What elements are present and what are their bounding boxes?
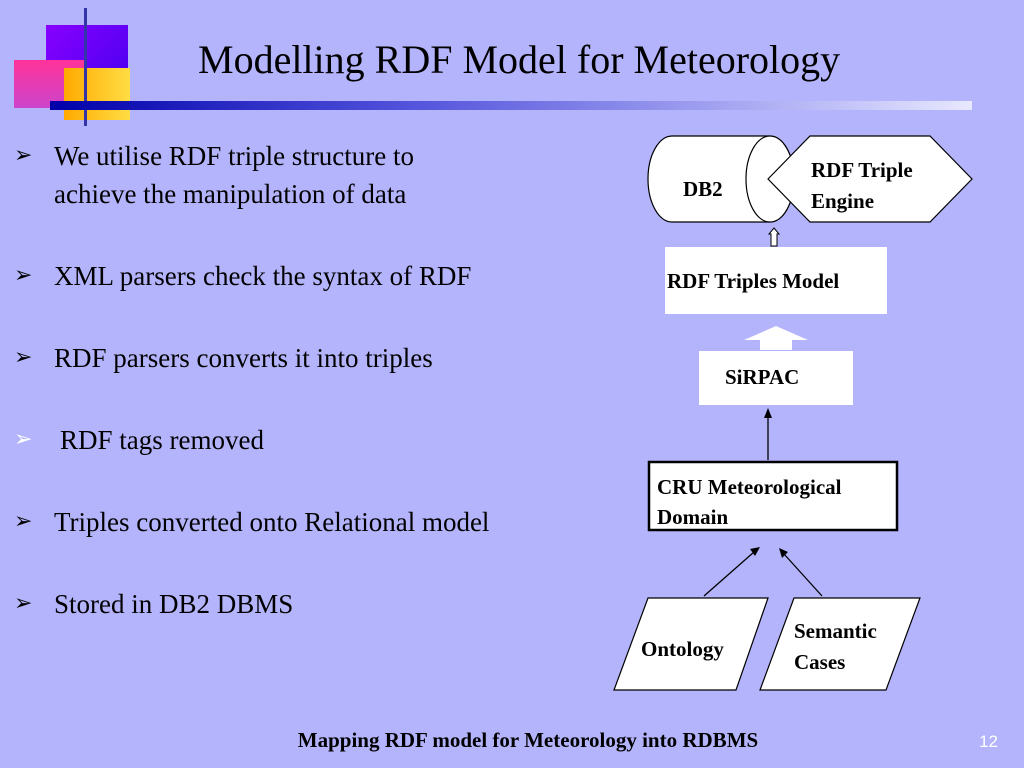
bullet-text: RDF parsers converts it into triples (54, 343, 433, 373)
semantic-label-line2: Cases (794, 650, 845, 674)
cru-label-line2: Domain (657, 505, 728, 529)
arrow-bullet-icon: ➢ (14, 509, 33, 534)
arrow-bullet-icon: ➢ (14, 143, 33, 168)
ontology-label: Ontology (641, 637, 724, 661)
bullet-text: XML parsers check the syntax of RDF (54, 261, 472, 291)
up-arrow-small-icon (767, 227, 781, 247)
arrowhead-icon (764, 408, 772, 418)
arrow-ontology-to-cru (703, 551, 755, 597)
bullet-text: RDF tags removed (60, 425, 264, 455)
logo-vertical-line (84, 8, 87, 126)
title-underline (50, 101, 972, 110)
arrowhead-icon (750, 547, 760, 556)
bullet-text: Stored in DB2 DBMS (54, 589, 294, 619)
page-number: 12 (979, 732, 998, 751)
logo-square-yellow (64, 68, 130, 120)
arrow-semantic-to-cru (783, 553, 823, 597)
arrowhead-icon (779, 548, 788, 558)
rdf-triples-model-box (665, 247, 887, 314)
semantic-label-line1: Semantic (794, 619, 877, 643)
semantic-cases-shape (759, 597, 921, 691)
bullet-text: achieve the manipulation of data (54, 179, 407, 209)
ontology-shape (613, 597, 769, 691)
up-arrow-large-icon (744, 326, 808, 350)
sirpac-label: SiRPAC (725, 365, 799, 389)
arrow-bullet-icon: ➢ (14, 345, 33, 370)
slide-title: Modelling RDF Model for Meteorology (198, 37, 841, 82)
engine-label-line1: RDF Triple (811, 158, 913, 182)
slide-footer: Mapping RDF model for Meteorology into R… (297, 728, 759, 752)
cru-domain-box (647, 460, 899, 532)
bullet-text: We utilise RDF triple structure to (54, 141, 415, 171)
sirpac-box (699, 351, 853, 405)
rdf-triples-model-label: RDF Triples Model (667, 269, 839, 293)
rdf-triple-engine: RDF Triple Engine (767, 135, 973, 223)
arrow-bullet-icon: ➢ (14, 591, 33, 616)
engine-label-line2: Engine (811, 189, 874, 213)
db2-label: DB2 (683, 177, 723, 201)
bullet-text: Triples converted onto Relational model (54, 507, 490, 537)
cru-label-line1: CRU Meteorological (657, 475, 842, 499)
arrow-bullet-icon: ➢ (14, 427, 33, 452)
arrow-bullet-icon: ➢ (14, 263, 33, 288)
